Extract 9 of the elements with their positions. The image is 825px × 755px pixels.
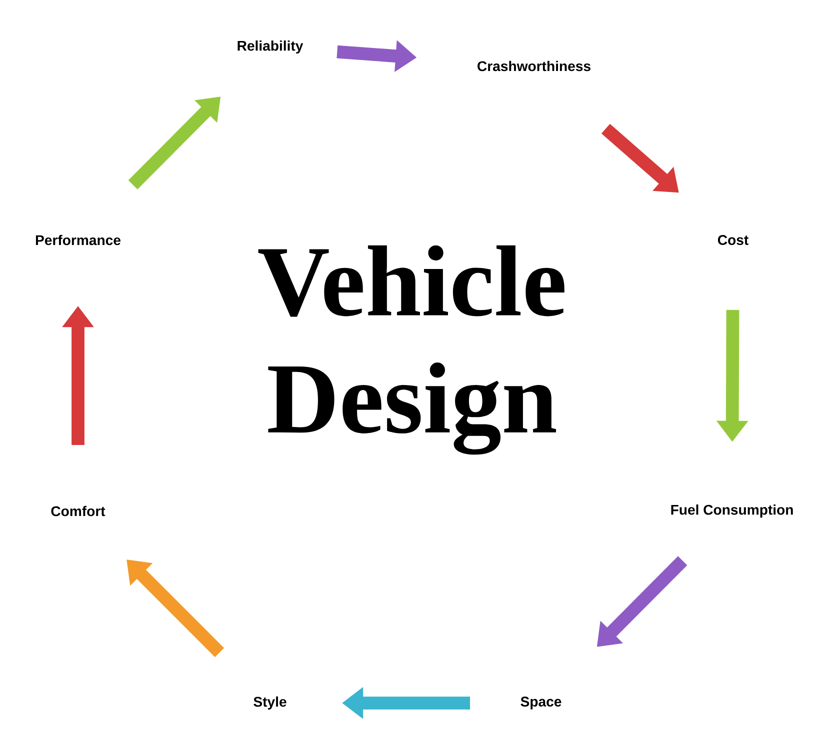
title: Vehicle Design bbox=[258, 245, 564, 455]
node-label: Space bbox=[520, 696, 562, 710]
node-label: Performance bbox=[36, 234, 120, 246]
node-label: Style bbox=[254, 696, 286, 710]
node-label: Comfort bbox=[51, 506, 106, 516]
node-label: Crashworthiness bbox=[478, 60, 590, 72]
node-label: Cost bbox=[718, 235, 748, 245]
node-label: Reliability bbox=[238, 40, 304, 54]
node-label: Fuel Consumption bbox=[671, 504, 793, 518]
